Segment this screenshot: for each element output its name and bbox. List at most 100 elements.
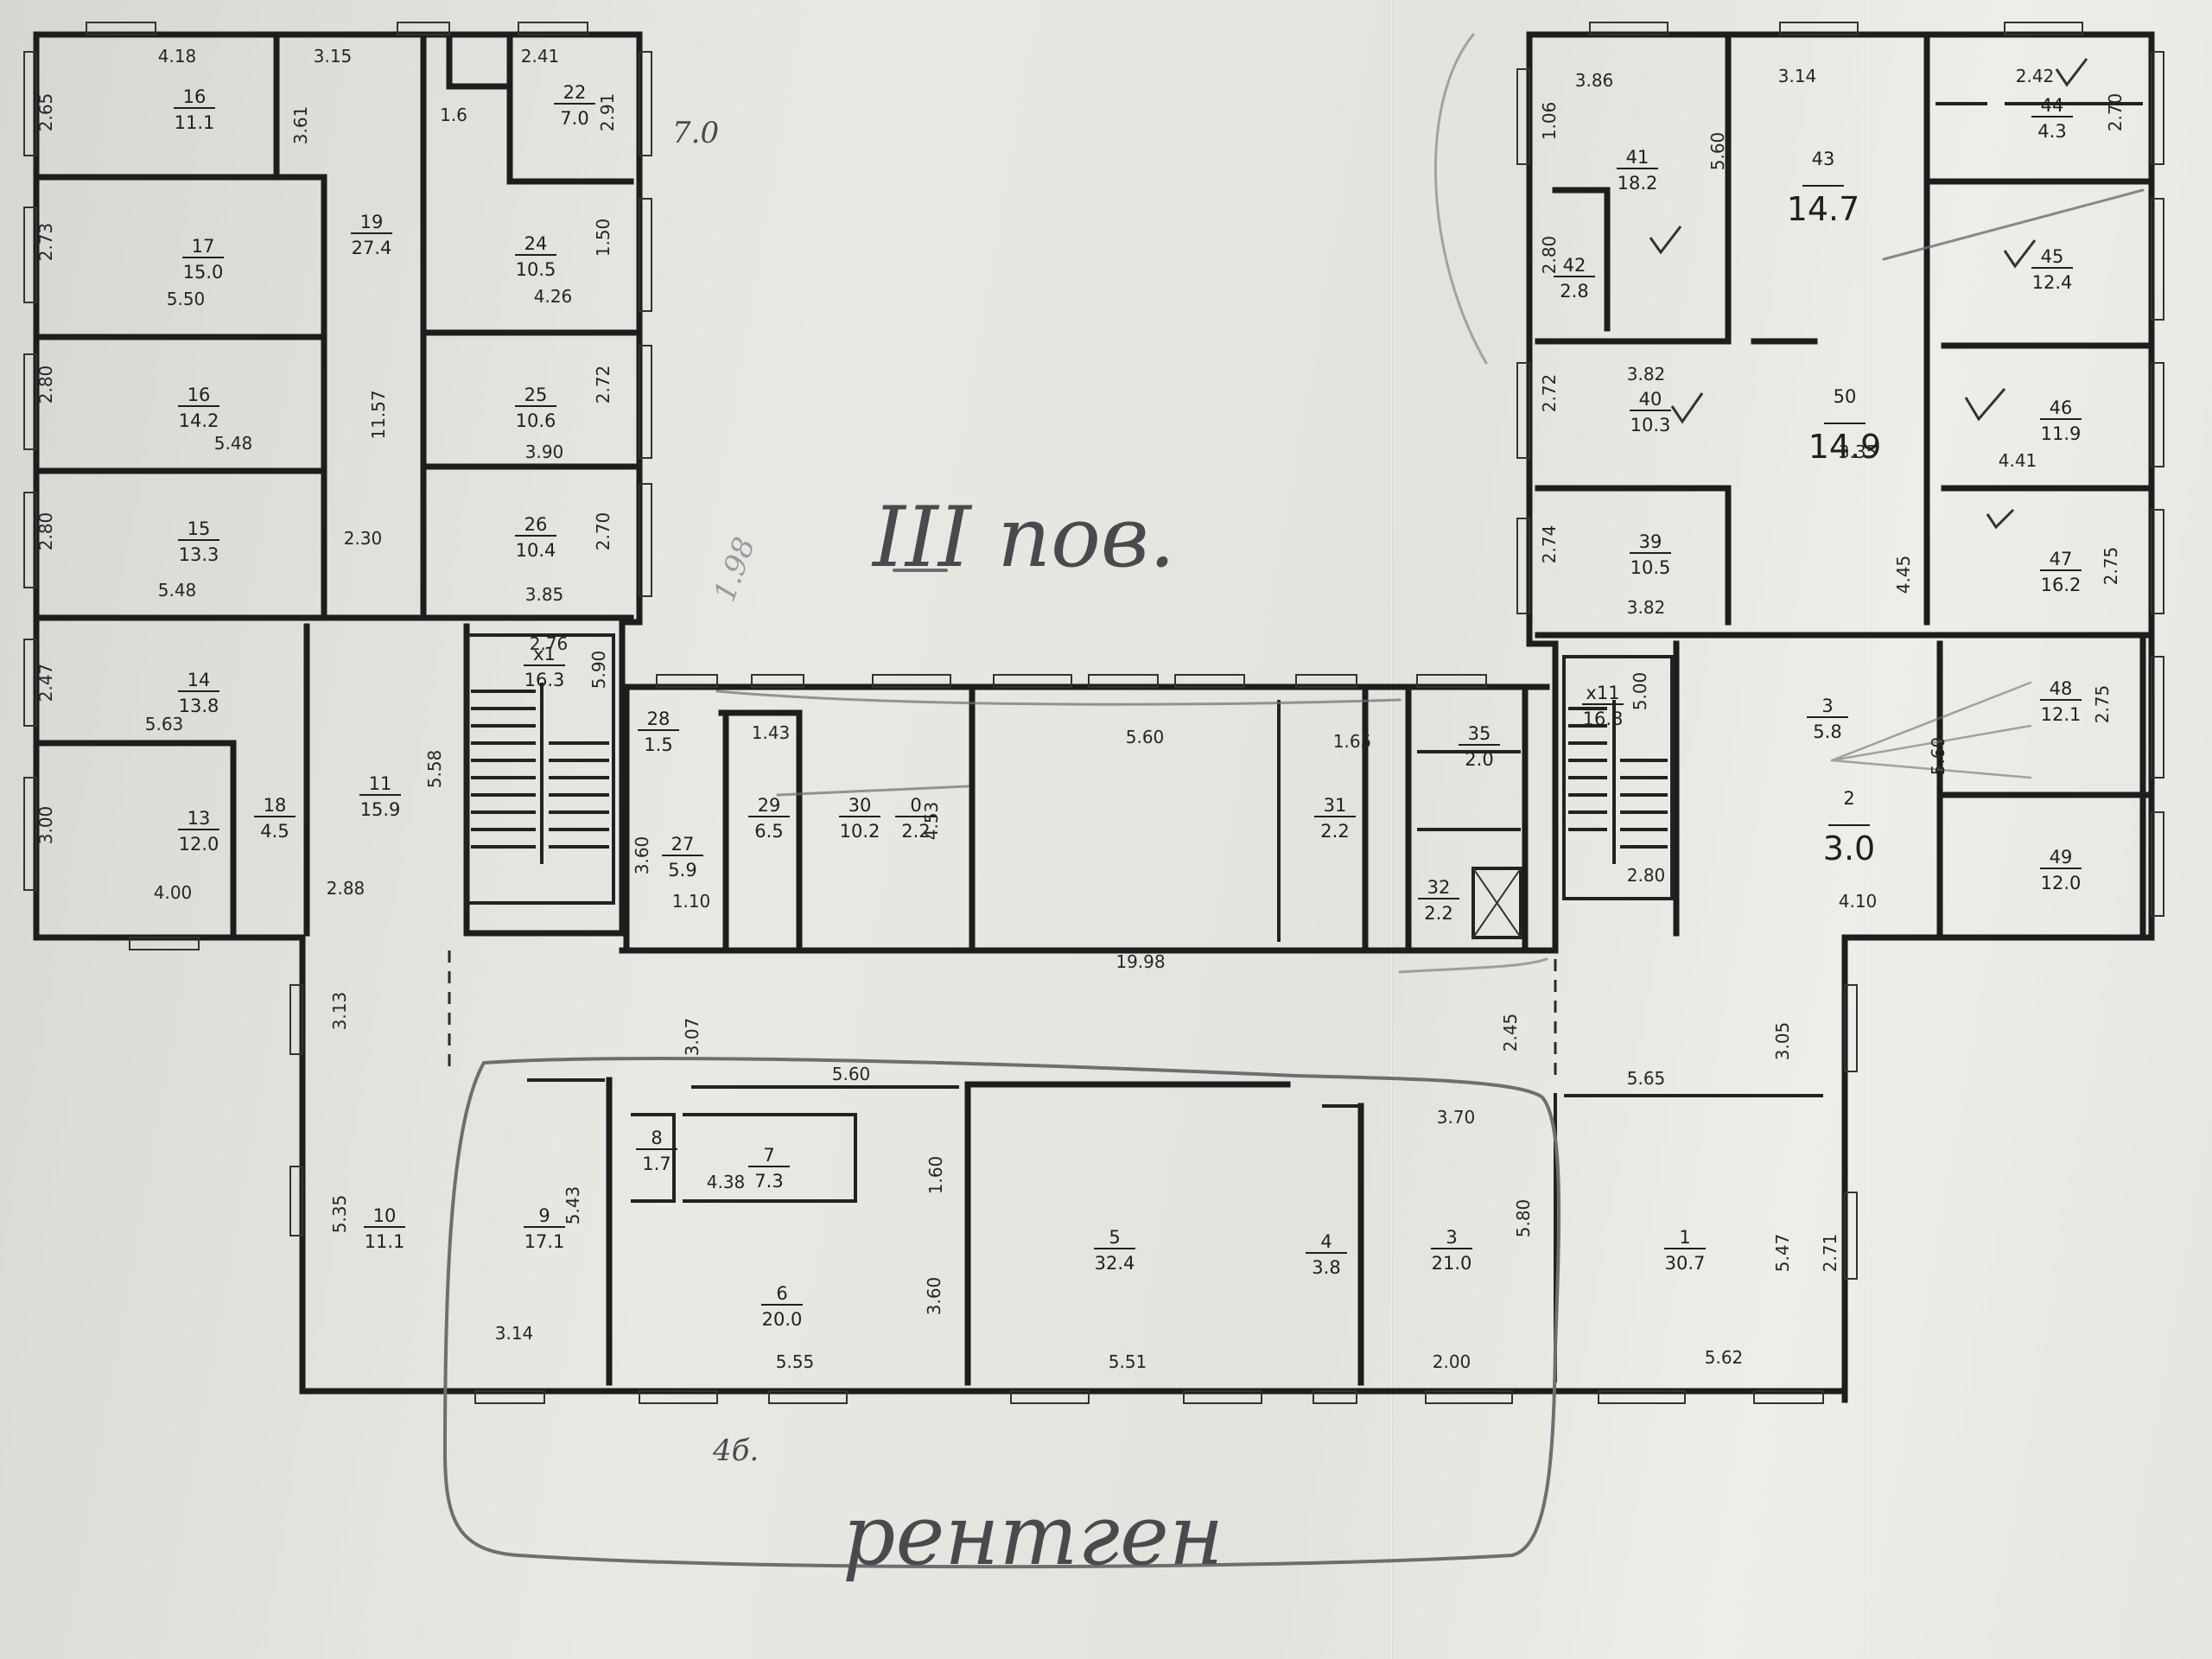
- dimension-label: 2.91: [597, 93, 618, 132]
- window: [2151, 656, 2164, 779]
- room-area: 20.0: [762, 1309, 803, 1330]
- room-area: 16.8: [1583, 709, 1624, 729]
- dimension-label: 2.80: [1627, 865, 1666, 886]
- window: [993, 674, 1072, 688]
- dimension-label: 2.70: [593, 512, 613, 551]
- room-area: 21.0: [1432, 1253, 1472, 1274]
- dimension-label: 4.38: [707, 1172, 746, 1192]
- dimension-label: 5.55: [776, 1351, 815, 1372]
- dimension-label: 3.00: [35, 806, 56, 845]
- window: [1516, 68, 1530, 165]
- room-label-3: 35.8: [1807, 696, 1848, 742]
- room-number: 47: [2050, 549, 2073, 569]
- dimension-label: 3.60: [632, 836, 652, 875]
- dimension-label: 5.65: [1627, 1068, 1666, 1089]
- window: [1088, 674, 1159, 688]
- room-label-42: 422.8: [1554, 255, 1595, 302]
- pencil-diagonal: [1882, 188, 2145, 261]
- window: [1010, 1390, 1090, 1404]
- dimension-label: 2.45: [1500, 1014, 1521, 1052]
- window: [1598, 1390, 1686, 1404]
- dimension-label: 3.86: [1575, 70, 1614, 91]
- check-mark: [2055, 58, 2088, 87]
- room-area: 27.4: [352, 238, 392, 258]
- room-number: 7: [763, 1145, 774, 1166]
- room-area: 32.4: [1095, 1253, 1135, 1274]
- wall: [1535, 485, 1732, 626]
- room-area: 13.8: [179, 696, 219, 716]
- margin-note-2: 4б.: [712, 1433, 759, 1468]
- dimension-label: 2.75: [2092, 685, 2113, 724]
- room-label-47: 47 16.2: [2040, 549, 2082, 595]
- dimension-label: 5.00: [1630, 672, 1650, 711]
- room-number: 40: [1639, 389, 1662, 410]
- room-label-44: 444.3: [2031, 95, 2073, 142]
- room-area: 3.8: [1312, 1257, 1340, 1278]
- pencil-stroke: [776, 785, 969, 797]
- right-wing-walls: [1526, 31, 2155, 1403]
- window: [639, 51, 652, 156]
- room-area: 10.6: [516, 410, 556, 431]
- dimension-label: 5.60: [1707, 132, 1728, 171]
- dimension-label: 2.41: [521, 46, 560, 67]
- dimension-label: 4.18: [158, 46, 197, 67]
- stair-treads-left: [471, 690, 536, 849]
- stair-enclosure: [1562, 655, 1674, 900]
- room-number: 0: [910, 795, 921, 816]
- room-label-5: 532.4: [1094, 1227, 1135, 1274]
- room-number: 13: [188, 808, 211, 829]
- dimension-label: 2.00: [1433, 1351, 1471, 1372]
- dimension-label: 5.43: [563, 1186, 583, 1225]
- room-label-31: 312.2: [1314, 795, 1356, 842]
- room-label-9: 917.1: [524, 1205, 565, 1252]
- window: [1425, 1390, 1513, 1404]
- window: [2151, 51, 2164, 165]
- dimension-label: 2.47: [35, 664, 56, 702]
- check-mark: [1986, 508, 2015, 530]
- left-wing-walls: [33, 31, 643, 1395]
- room-area: 2.0: [1465, 749, 1493, 770]
- window: [1174, 674, 1245, 688]
- window: [1844, 1192, 1858, 1280]
- paper-fold-crease: [1389, 0, 1393, 1659]
- room-area: 6.5: [754, 821, 783, 842]
- room-area: 5.8: [1813, 721, 1841, 742]
- dimension-label: 3.14: [1778, 66, 1817, 86]
- room-area: 30.7: [1665, 1253, 1706, 1274]
- dimension-label: 3.60: [924, 1277, 944, 1316]
- window: [751, 674, 804, 688]
- room-area: 3.0: [1823, 830, 1875, 868]
- room-area: 1.7: [642, 1154, 671, 1174]
- check-mark: [1964, 388, 2006, 422]
- room-area: 12.0: [2041, 873, 2082, 893]
- window: [1844, 984, 1858, 1072]
- window: [23, 207, 37, 303]
- dimension-label: 4.10: [1839, 891, 1878, 912]
- room-area: 2.8: [1560, 281, 1588, 302]
- room-area: 11.9: [2041, 423, 2082, 444]
- room-number: 24: [524, 233, 548, 254]
- dimension-label: 5.48: [214, 433, 253, 454]
- dimension-label: 2.65: [35, 93, 56, 132]
- room-label-27: 275.9: [662, 834, 703, 880]
- room-area: 4.3: [2037, 121, 2066, 142]
- dimension-label: 2.73: [35, 223, 56, 262]
- room-area: 16.2: [2041, 575, 2082, 595]
- room-number: 27: [671, 834, 695, 855]
- dimension-label: 2.71: [1820, 1234, 1840, 1273]
- dimension-label: 3.07: [682, 1018, 702, 1057]
- window: [86, 22, 156, 35]
- room-area: 12.0: [179, 834, 219, 855]
- room-number: 10: [373, 1205, 397, 1226]
- room-area: 14.9: [1808, 428, 1882, 466]
